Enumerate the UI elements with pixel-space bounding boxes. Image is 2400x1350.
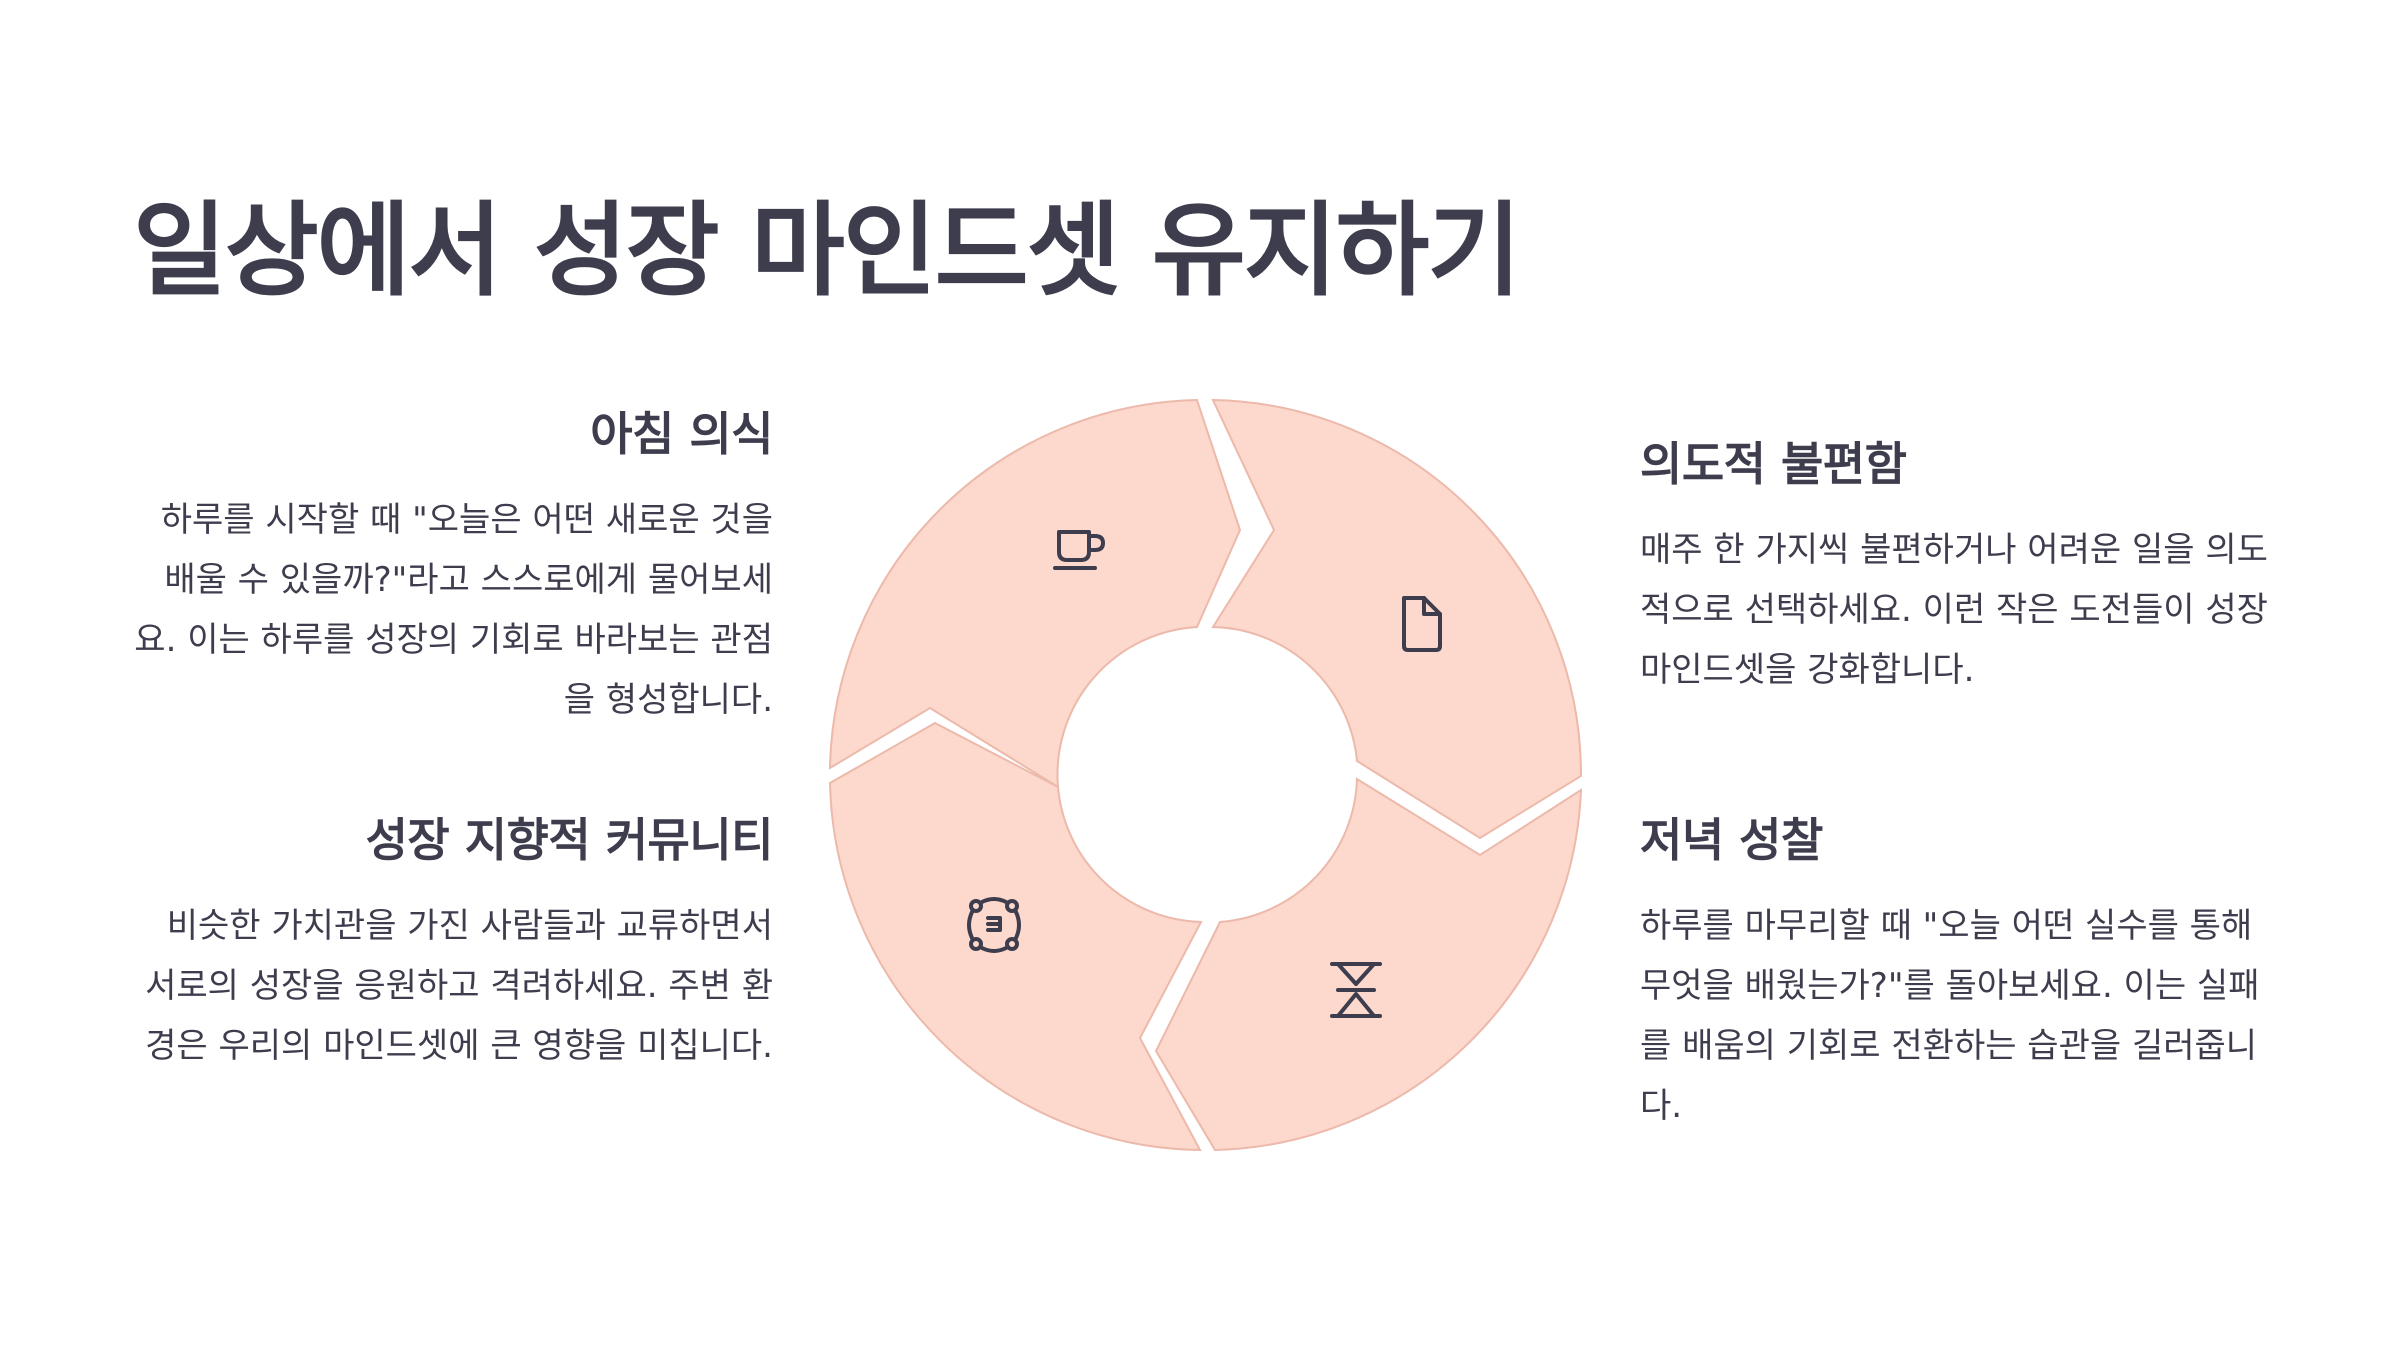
section-intentional-discomfort: 의도적 불편함 매주 한 가지씩 불편하거나 어려운 일을 의도적으로 선택하세…: [1640, 436, 2280, 700]
hourglass-icon: [1330, 962, 1382, 1018]
section-heading: 성장 지향적 커뮤니티: [365, 813, 774, 867]
section-morning-ritual: 아침 의식 하루를 시작할 때 "오늘은 어떤 새로운 것을 배울 수 있을까?…: [133, 406, 773, 730]
section-body: 매주 한 가지씩 불편하거나 어려운 일을 의도적으로 선택하세요. 이런 작은…: [1640, 529, 2268, 690]
document-icon: [1402, 596, 1442, 652]
section-growth-community: 성장 지향적 커뮤니티 비슷한 가치관을 가진 사람들과 교류하면서 서로의 성…: [133, 812, 773, 1076]
cycle-segment-morning: [828, 398, 1242, 789]
coffee-cup-icon: [1053, 530, 1105, 570]
section-heading: 아침 의식: [590, 407, 773, 461]
section-body: 비슷한 가치관을 가진 사람들과 교류하면서 서로의 성장을 응원하고 격려하세…: [145, 905, 773, 1066]
people-network-icon: [967, 897, 1021, 953]
page-title: 일상에서 성장 마인드셋 유지하기: [133, 192, 1521, 311]
section-body: 하루를 시작할 때 "오늘은 어떤 새로운 것을 배울 수 있을까?"라고 스스…: [134, 499, 773, 720]
section-body: 하루를 마무리할 때 "오늘 어떤 실수를 통해 무엇을 배웠는가?"를 돌아보…: [1640, 905, 2260, 1126]
cycle-segment-discomfort: [1211, 398, 1583, 840]
cycle-diagram: [820, 390, 1590, 1160]
section-heading: 의도적 불편함: [1640, 437, 1907, 491]
section-evening-reflection: 저녁 성찰 하루를 마무리할 때 "오늘 어떤 실수를 통해 무엇을 배웠는가?…: [1640, 812, 2280, 1136]
section-heading: 저녁 성찰: [1640, 813, 1823, 867]
